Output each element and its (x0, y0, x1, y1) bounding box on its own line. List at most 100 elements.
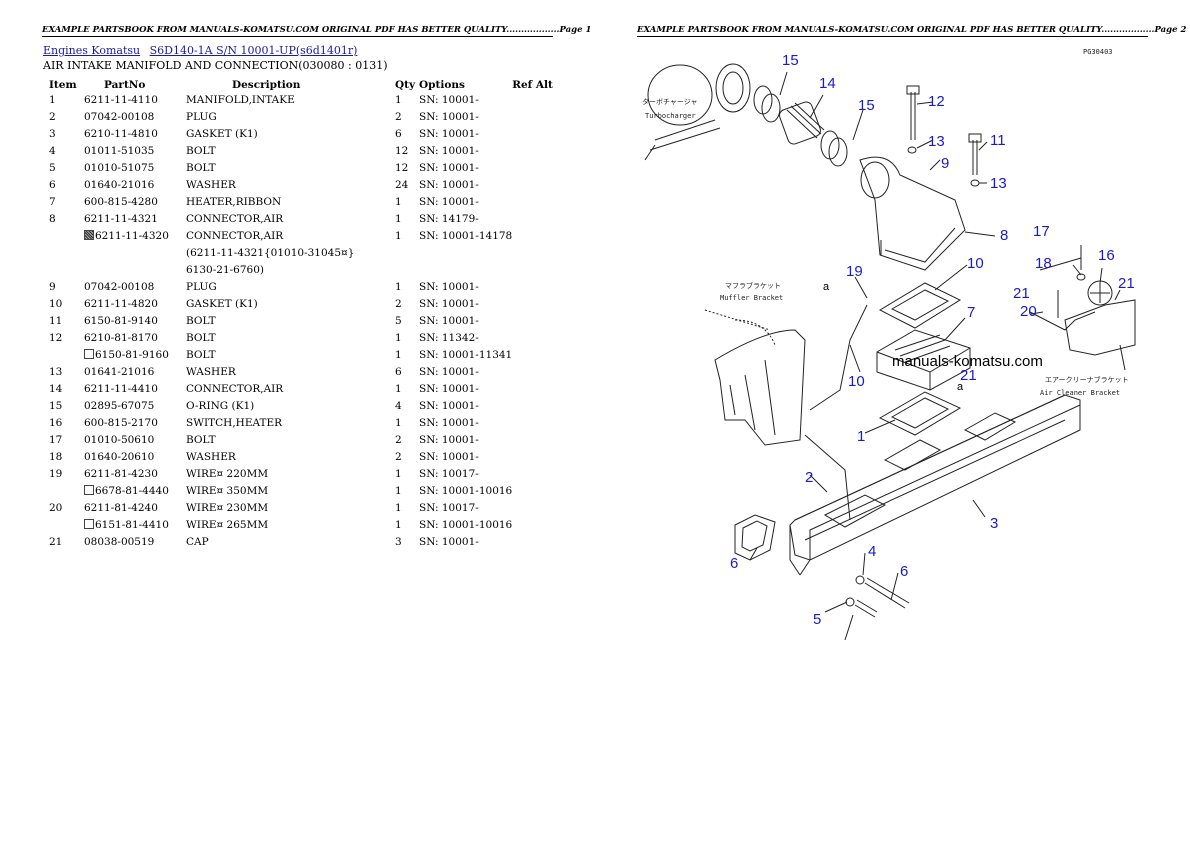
item-cell: 11 (49, 315, 63, 327)
col-header-options: Options (419, 79, 465, 91)
partno-cell: 08038-00519 (84, 536, 155, 548)
callout-number: 4 (868, 543, 876, 560)
partno-cell: 07042-00108 (84, 281, 155, 293)
callout-number: 19 (846, 263, 863, 280)
watermark: manuals-komatsu.com (892, 353, 1043, 370)
callout-number: 5 (813, 611, 821, 628)
options-cell: SN: 10001-10016 (419, 519, 513, 531)
options-cell: SN: 14179- (419, 213, 479, 225)
o-ring (753, 85, 773, 115)
ref-alt-cell (512, 315, 572, 332)
callout-number: 2 (805, 469, 813, 486)
turbocharger-label-jp: ターボチャージャ (642, 97, 697, 106)
qty-cell: 6 (395, 366, 402, 378)
options-cell: SN: 10001- (419, 94, 479, 106)
item-cell: 6 (49, 179, 56, 191)
table-header-row: Item PartNo Description Qty Options Ref … (43, 76, 572, 94)
partno-cell: 6210-81-8170 (84, 332, 158, 344)
options-cell: SN: 10001- (419, 298, 479, 310)
ref-alt-cell (512, 213, 572, 230)
heater-ribbon-7 (876, 329, 971, 391)
item-cell: 9 (49, 281, 56, 293)
gasket-3 (734, 514, 776, 561)
qty-cell: 5 (395, 315, 402, 327)
description-cell: 6130-21-6760) (186, 264, 264, 276)
qty-cell: 1 (395, 519, 402, 531)
description-cell: BOLT (186, 145, 216, 157)
qty-cell: 2 (395, 434, 402, 446)
item-cell: 15 (49, 400, 63, 412)
callout-number: 15 (782, 52, 799, 69)
ref-alt-cell (512, 519, 572, 536)
partno-cell: 6211-11-4110 (84, 94, 158, 106)
page-2: EXAMPLE PARTSBOOK FROM MANUALS-KOMATSU.C… (595, 0, 1190, 842)
breadcrumb: Engines Komatsu S6D140-1A S/N 10001-UP(s… (43, 44, 363, 57)
description-cell: GASKET (K1) (186, 298, 258, 310)
wire-19 (809, 304, 868, 411)
ref-alt-cell (512, 281, 572, 298)
description-cell: GASKET (K1) (186, 128, 258, 140)
partno-cell: 01641-21016 (84, 366, 155, 378)
qty-cell: 2 (395, 298, 402, 310)
callout-number: 13 (928, 133, 945, 150)
ref-alt-cell (512, 298, 572, 315)
description-cell: WASHER (186, 366, 236, 378)
callout-number: 6 (730, 555, 738, 572)
partno-cell: 6678-81-4440 (84, 485, 186, 502)
description-cell: WASHER (186, 179, 236, 191)
wire-20 (1029, 311, 1096, 331)
qty-cell (395, 247, 419, 264)
qty-cell: 1 (395, 502, 402, 514)
alternate-part-marker-icon (84, 349, 94, 359)
options-cell: SN: 10001- (419, 451, 479, 463)
partno-cell: 600-815-4280 (84, 196, 158, 208)
options-cell: SN: 10001- (419, 111, 479, 123)
options-cell: SN: 10001- (419, 383, 479, 395)
qty-cell: 2 (395, 451, 402, 463)
description-cell: WIRE¤ 230MM (186, 502, 269, 514)
partno-cell: 6151-81-4410 (84, 519, 186, 536)
air-cleaner-bracket (1064, 299, 1136, 356)
aircleaner-label-en: Air Cleaner Bracket (1040, 389, 1120, 397)
item-cell: 13 (49, 366, 63, 378)
qty-cell: 2 (395, 111, 402, 123)
qty-cell: 1 (395, 468, 402, 480)
options-cell: SN: 10001- (419, 366, 479, 378)
item-cell: 18 (49, 451, 63, 463)
callout-number: 10 (967, 255, 984, 272)
options-cell: SN: 10001- (419, 400, 479, 412)
item-cell: 10 (49, 298, 63, 310)
partno-cell: 6211-11-4321 (84, 213, 158, 225)
alternate-part-marker-icon (84, 485, 94, 495)
col-header-description: Description (232, 79, 301, 91)
col-header-ref-alt: Ref Alt (512, 79, 553, 91)
item-cell (43, 264, 84, 281)
turbocharger-label-en: Turbocharger (645, 112, 696, 120)
description-cell: BOLT (186, 162, 216, 174)
breadcrumb-link-model[interactable]: S6D140-1A S/N 10001-UP(s6d1401r) (149, 44, 358, 57)
muffler-label-jp: マフラブラケット (725, 281, 781, 290)
col-header-item: Item (49, 79, 77, 91)
description-cell: BOLT (186, 332, 216, 344)
ref-alt-cell (512, 366, 572, 383)
description-cell: BOLT (186, 434, 216, 446)
ref-alt-cell (512, 468, 572, 485)
callout-number: 3 (990, 515, 998, 532)
ref-alt-cell (512, 417, 572, 434)
item-cell (43, 485, 84, 502)
options-cell: SN: 10017- (419, 502, 479, 514)
options-cell (419, 247, 512, 264)
turbocharger-outlet (715, 63, 751, 113)
ref-alt-cell (512, 383, 572, 400)
breadcrumb-link-engines[interactable]: Engines Komatsu (43, 44, 141, 57)
